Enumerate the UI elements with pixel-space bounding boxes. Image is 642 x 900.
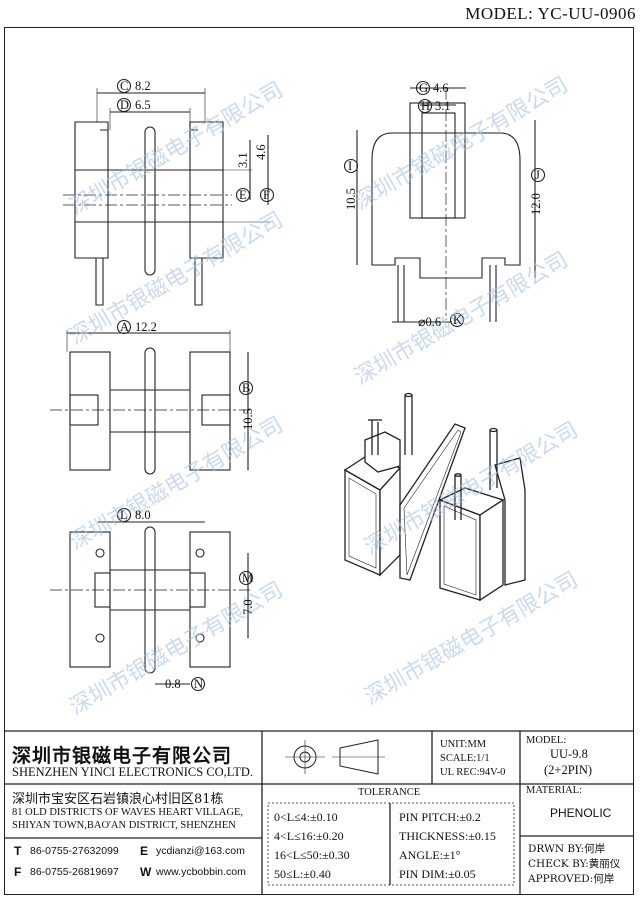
- dim-N-value: 0.8: [165, 677, 181, 691]
- model-pins: (2+2PIN): [544, 763, 593, 777]
- tel-label: T: [14, 844, 22, 858]
- dim-L-value: 8.0: [135, 508, 151, 522]
- dim-A-value: 12.2: [135, 320, 157, 334]
- material-value: PHENOLIC: [550, 806, 612, 820]
- dim-K-value: ⌀0.6: [418, 315, 441, 329]
- svg-text:深圳市银磁电子有限公司: 深圳市银磁电子有限公司: [66, 578, 288, 721]
- dim-J-letter: J: [535, 168, 540, 182]
- material-label: MATERIAL:: [526, 785, 582, 796]
- dim-E-value: 3.1: [236, 152, 250, 168]
- fax-number: 86-0755-26819697: [30, 866, 119, 878]
- title-block: 深圳市银磁电子有限公司 SHENZHEN YINCI ELECTRONICS C…: [4, 731, 634, 895]
- unit-field: UNIT:MM: [440, 739, 487, 750]
- dim-C-letter: C: [120, 79, 128, 93]
- dim-L-letter: L: [120, 508, 128, 522]
- website[interactable]: www.ycbobbin.com: [156, 866, 246, 878]
- bottom-view: [50, 507, 254, 692]
- svg-text:深圳市银磁电子有限公司: 深圳市银磁电子有限公司: [66, 208, 288, 351]
- tolerance-label: TOLERANCE: [358, 787, 421, 798]
- watermark: 深圳市银磁电子有限公司 深圳市银磁电子有限公司 深圳市银磁电子有限公司 深圳市银…: [66, 73, 583, 721]
- tol-thickness: THICKNESS:±0.15: [399, 829, 496, 843]
- title-block-frame: [4, 730, 634, 895]
- drawn-by: DRWN BY:何岸: [528, 843, 606, 855]
- fax-label: F: [14, 865, 22, 879]
- drawing-sheet: [4, 27, 634, 895]
- svg-text:深圳市银磁电子有限公司: 深圳市银磁电子有限公司: [66, 413, 288, 556]
- dim-D-value: 6.5: [135, 98, 151, 112]
- dim-H-letter: H: [421, 99, 430, 113]
- address-en-line1: 81 OLD DISTRICTS OF WAVES HEART VILLAGE,: [12, 807, 244, 818]
- side-view: [343, 80, 546, 328]
- dim-B-letter: B: [242, 381, 250, 395]
- check-by: CHECK BY:黄丽仪: [528, 858, 621, 870]
- top-view: [50, 319, 254, 475]
- email-address[interactable]: ycdianzi@163.com: [156, 845, 245, 857]
- isometric-view: [343, 392, 526, 602]
- dim-G-letter: G: [419, 81, 428, 95]
- tol-row-2: 4<L≤16:±0.20: [274, 829, 344, 843]
- dim-K-letter: K: [453, 313, 462, 327]
- address-en-line2: SHIYAN TOWN,BAO'AN DISTRICT, SHENZHEN: [12, 820, 236, 831]
- tol-row-3: 16<L≤50:±0.30: [274, 848, 350, 862]
- company-name-en: SHENZHEN YINCI ELECTRONICS CO,LTD.: [12, 765, 254, 779]
- ul-rec-field: UL REC:94V-0: [440, 767, 506, 778]
- company-name-cn: 深圳市银磁电子有限公司: [12, 745, 233, 767]
- dim-M-value: 7.0: [241, 599, 255, 615]
- dim-A-letter: A: [120, 320, 129, 334]
- dim-C-value: 8.2: [135, 79, 151, 93]
- dim-D-letter: D: [120, 98, 129, 112]
- tol-angle: ANGLE:±1°: [399, 848, 461, 862]
- front-view: [63, 78, 275, 306]
- dim-N-letter: N: [194, 677, 203, 691]
- dim-B-value: 10.5: [241, 408, 255, 430]
- tol-row-1: 0<L≤4:±0.10: [274, 810, 338, 824]
- dim-G-value: 4.6: [433, 81, 449, 95]
- dim-E-letter: E: [239, 188, 247, 202]
- tel-number: 86-0755-27632099: [30, 845, 119, 857]
- scale-field: SCALE:1/1: [440, 753, 490, 764]
- tol-pin-pitch: PIN PITCH:±0.2: [399, 810, 481, 824]
- model-value: UU-9.8: [550, 747, 588, 761]
- dim-I-value: 10.5: [344, 188, 358, 210]
- dim-F-letter: F: [263, 188, 270, 202]
- web-label: W: [140, 865, 152, 879]
- tol-row-4: 50≤L:±0.40: [274, 867, 331, 881]
- model-label: MODEL:: [526, 735, 567, 746]
- dim-H-value: 3.1: [435, 99, 451, 113]
- dim-J-value: 12.0: [529, 193, 543, 215]
- dim-I-letter: I: [348, 159, 352, 173]
- approved-by: APPROVED:何岸: [528, 873, 615, 885]
- dim-F-value: 4.6: [254, 144, 268, 160]
- dim-M-letter: M: [242, 571, 253, 585]
- model-header: MODEL: YC-UU-0906: [465, 4, 636, 23]
- address-cn: 深圳市宝安区石岩镇浪心村旧区81栋: [12, 792, 224, 807]
- email-label: E: [140, 844, 149, 858]
- tol-pin-dim: PIN DIM:±0.05: [399, 867, 476, 881]
